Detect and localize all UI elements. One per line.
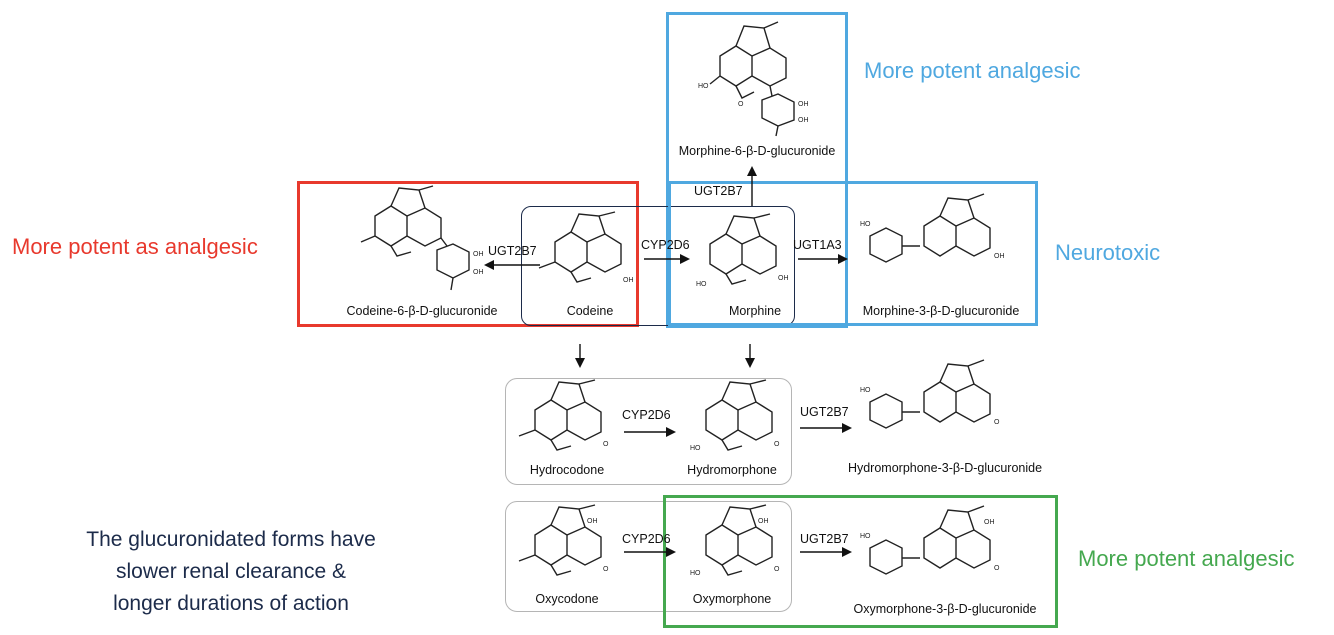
arrow-morphine-to-m6g bbox=[747, 166, 757, 206]
footnote: The glucuronidated forms have slower ren… bbox=[36, 524, 426, 620]
hydromorphone-structure: HO O bbox=[690, 379, 780, 452]
footnote-line-1: The glucuronidated forms have bbox=[86, 528, 376, 551]
codeine-structure: OH bbox=[538, 211, 634, 284]
svg-text:O: O bbox=[774, 441, 780, 448]
hydrocodone-label: Hydrocodone bbox=[529, 463, 605, 477]
enzyme-m-to-m3g: UGT1A3 bbox=[793, 238, 842, 252]
svg-text:O: O bbox=[603, 441, 609, 448]
footnote-line-2: slower renal clearance & bbox=[116, 560, 346, 583]
c6g-label: Codeine-6-β-D-glucuronide bbox=[346, 304, 498, 318]
enzyme-hm-to-hm3g: UGT2B7 bbox=[800, 405, 849, 419]
m3g-label: Morphine-3-β-D-glucuronide bbox=[862, 304, 1020, 318]
m6g-structure: HO O OH OH bbox=[698, 21, 809, 137]
annotation-top: More potent analgesic bbox=[864, 58, 1081, 83]
m6g-highlight-box bbox=[666, 12, 848, 328]
om3g-structure: OH O HO bbox=[860, 505, 1000, 575]
enzyme-c-to-m: CYP2D6 bbox=[641, 238, 690, 252]
arrow-hydromorphone-to-hm3g bbox=[800, 423, 852, 433]
c6g-structure: OH OH bbox=[360, 185, 484, 291]
annotation-right-green: More potent analgesic bbox=[1078, 546, 1295, 571]
svg-text:HO: HO bbox=[860, 387, 871, 394]
oxycodone-group-box bbox=[505, 501, 792, 612]
arrow-oxymorphone-to-om3g bbox=[800, 547, 852, 557]
svg-text:OH: OH bbox=[984, 519, 995, 526]
annotation-left: More potent as analgesic bbox=[12, 234, 258, 259]
svg-text:O: O bbox=[603, 566, 609, 573]
arrow-hydrocodone-to-hydromorphone bbox=[624, 427, 676, 437]
c6g-highlight-box bbox=[297, 181, 639, 327]
oxymorphone-structure: HO OH O bbox=[690, 504, 780, 577]
hydrocodone-group-box bbox=[505, 378, 792, 485]
oxycodone-structure: OH O bbox=[518, 504, 609, 576]
oxycodone-label: Oxycodone bbox=[535, 592, 599, 606]
enzyme-c-to-c6g: UGT2B7 bbox=[488, 244, 537, 258]
enzyme-oc-to-om: CYP2D6 bbox=[622, 532, 671, 546]
svg-text:OH: OH bbox=[473, 251, 484, 258]
enzyme-m-to-m6g: UGT2B7 bbox=[694, 184, 743, 198]
morphine-label: Morphine bbox=[728, 304, 782, 318]
footnote-line-3: longer durations of action bbox=[113, 592, 349, 615]
m3g-structure: OH HO bbox=[860, 193, 1005, 263]
hm3g-structure: O HO bbox=[860, 359, 1000, 429]
svg-text:OH: OH bbox=[623, 277, 634, 284]
om3g-label: Oxymorphone-3-β-D-glucuronide bbox=[853, 602, 1037, 616]
arrow-morphine-to-hydromorphone bbox=[745, 344, 755, 368]
svg-text:O: O bbox=[738, 101, 744, 108]
svg-text:OH: OH bbox=[778, 275, 789, 282]
svg-text:HO: HO bbox=[698, 83, 709, 90]
annotation-neurotoxic: Neurotoxic bbox=[1055, 240, 1161, 265]
svg-text:HO: HO bbox=[860, 533, 871, 540]
arrow-codeine-to-morphine bbox=[644, 254, 690, 264]
svg-text:O: O bbox=[994, 565, 1000, 572]
svg-text:OH: OH bbox=[798, 117, 809, 124]
svg-text:O: O bbox=[994, 419, 1000, 426]
svg-text:OH: OH bbox=[473, 269, 484, 276]
svg-text:OH: OH bbox=[798, 101, 809, 108]
arrow-codeine-to-c6g bbox=[484, 260, 540, 270]
svg-text:HO: HO bbox=[696, 281, 707, 288]
m6g-label: Morphine-6-β-D-glucuronide bbox=[678, 144, 836, 158]
oxymorphone-label: Oxymorphone bbox=[692, 592, 772, 606]
hydrocodone-structure: O bbox=[518, 379, 609, 451]
svg-text:OH: OH bbox=[587, 518, 598, 525]
hydromorphone-label: Hydromorphone bbox=[687, 463, 777, 477]
svg-text:OH: OH bbox=[994, 253, 1005, 260]
svg-text:HO: HO bbox=[690, 445, 701, 452]
codeine-morphine-group-box bbox=[521, 206, 795, 326]
arrow-codeine-to-hydrocodone bbox=[575, 344, 585, 368]
svg-text:HO: HO bbox=[860, 221, 871, 228]
arrow-morphine-to-m3g bbox=[798, 254, 848, 264]
svg-text:HO: HO bbox=[690, 570, 701, 577]
morphine-structure: HO OH bbox=[696, 213, 789, 288]
enzyme-om-to-om3g: UGT2B7 bbox=[800, 532, 849, 546]
m3g-highlight-box bbox=[668, 181, 1038, 326]
arrow-oxycodone-to-oxymorphone bbox=[624, 547, 676, 557]
svg-text:OH: OH bbox=[758, 518, 769, 525]
codeine-label: Codeine bbox=[566, 304, 614, 318]
svg-text:O: O bbox=[774, 566, 780, 573]
enzyme-hc-to-hm: CYP2D6 bbox=[622, 408, 671, 422]
hm3g-label: Hydromorphone-3-β-D-glucuronide bbox=[847, 461, 1043, 475]
om3g-highlight-box bbox=[663, 495, 1058, 628]
